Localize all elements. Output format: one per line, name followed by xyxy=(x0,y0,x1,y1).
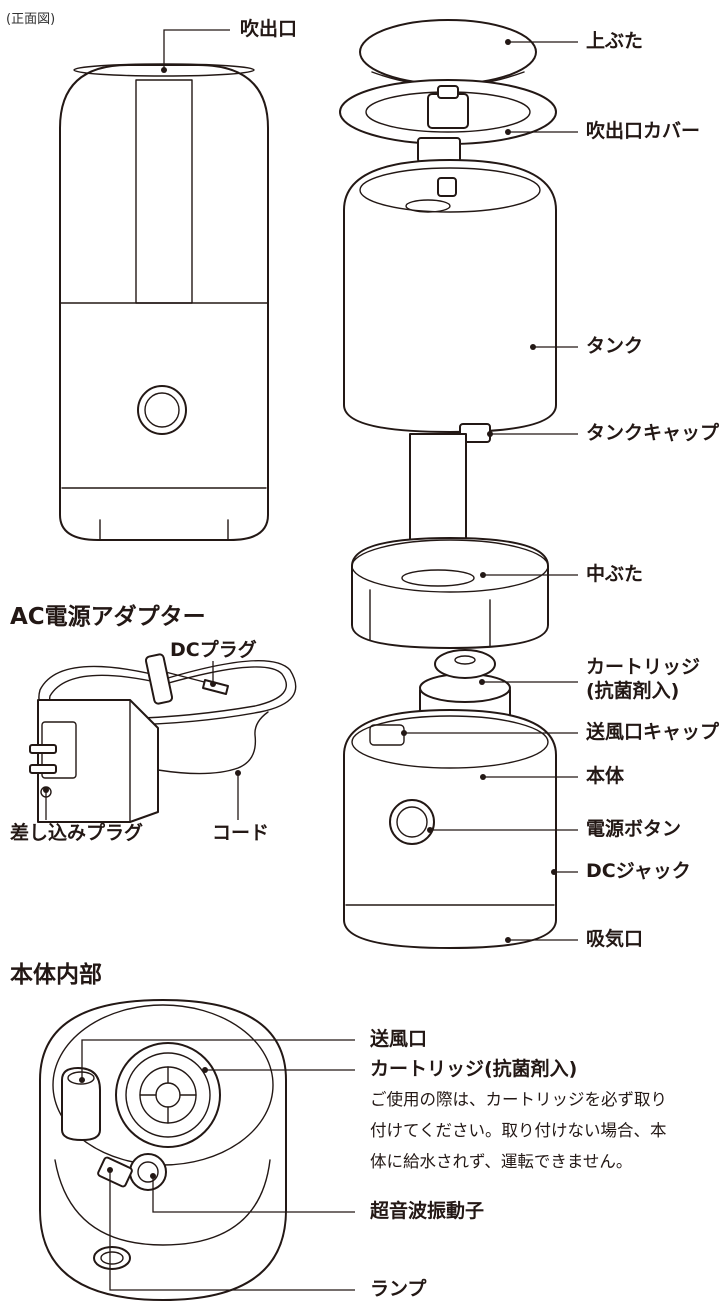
interior-lamp xyxy=(97,1156,133,1188)
interior-cartridge xyxy=(115,1042,221,1148)
exploded-leaders xyxy=(401,39,578,943)
label-lamp: ランプ xyxy=(370,1278,427,1300)
interior-fan-outlet xyxy=(61,1067,101,1141)
tank xyxy=(343,159,557,433)
section-title-interior: 本体内部 xyxy=(10,962,102,988)
label-cartridge: カートリッジ (抗菌剤入) xyxy=(586,656,701,702)
label-tank-cap: タンクキャップ xyxy=(586,422,720,444)
ac-adapter xyxy=(29,653,297,823)
exploded-view xyxy=(339,19,557,949)
label-lid: 上ぶた xyxy=(586,30,644,52)
label-cord: コード xyxy=(212,822,270,844)
label-insert-plug: 差し込みプラグ xyxy=(10,822,144,844)
main-body xyxy=(343,709,557,949)
label-tank: タンク xyxy=(586,335,644,357)
leader-lamp xyxy=(109,1170,355,1291)
label-outlet: 吹出口 xyxy=(240,18,298,40)
label-dc-jack: DCジャック xyxy=(586,860,691,882)
label-inner-lid: 中ぶた xyxy=(586,563,644,585)
label-fan-cap: 送風口キャップ xyxy=(586,721,720,743)
label-interior-cartridge: カートリッジ(抗菌剤入) xyxy=(370,1058,578,1080)
inner-lid xyxy=(351,537,549,649)
label-interior-fan-outlet: 送風口 xyxy=(370,1028,428,1050)
label-dc-plug: DCプラグ xyxy=(170,639,257,661)
label-transducer: 超音波振動子 xyxy=(370,1200,485,1222)
interior-view xyxy=(39,999,287,1301)
label-outlet-cover: 吹出口カバー xyxy=(586,120,701,142)
dc-plug xyxy=(202,679,229,695)
front-view-caption: (正面図) xyxy=(6,12,56,27)
front-view-humidifier xyxy=(59,63,269,541)
label-air-intake: 吸気口 xyxy=(586,928,644,950)
leader-fan-outlet xyxy=(81,1039,355,1080)
interior-transducer xyxy=(129,1153,167,1191)
top-lid xyxy=(359,19,537,85)
label-power-button: 電源ボタン xyxy=(586,818,682,840)
section-title-adapter: AC電源アダプター xyxy=(10,604,206,630)
leader-transducer xyxy=(152,1176,355,1213)
label-body: 本体 xyxy=(586,765,625,787)
leader-outlet xyxy=(163,29,230,70)
cartridge-note: ご使用の際は、カートリッジを必ず取り 付けてください。取り付けない場合、本 体に… xyxy=(370,1090,667,1171)
